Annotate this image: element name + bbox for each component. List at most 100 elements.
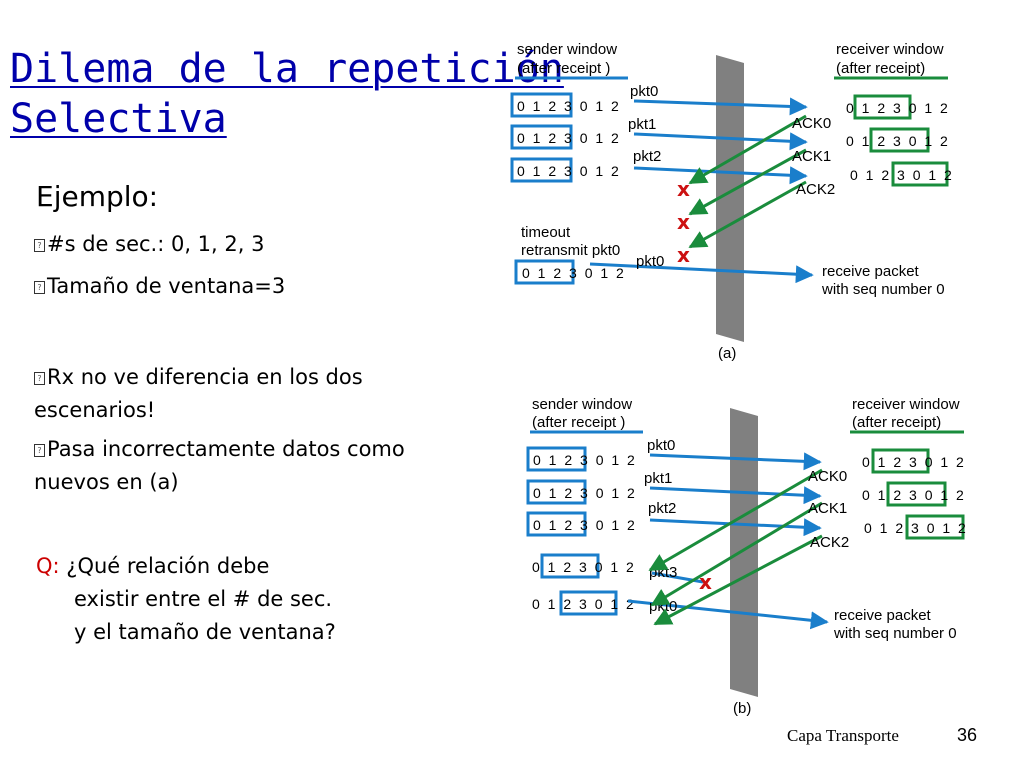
- sender-window-box: [540, 553, 600, 579]
- bullet-text: Pasa incorrectamente datos como nuevos e…: [34, 437, 405, 494]
- packet-label: pkt2: [633, 148, 661, 165]
- sender-window-box: [526, 479, 587, 505]
- ack-arrow: [653, 534, 823, 626]
- footer-section-name: Capa Transporte: [787, 726, 899, 745]
- receiver-window-box: [886, 481, 947, 507]
- caption-a: (a): [718, 345, 736, 362]
- receiver-header-a-line-2: (after receipt): [836, 60, 925, 77]
- receive-seq-label-a: with seq number 0: [821, 281, 945, 298]
- packet-label: pkt0: [636, 253, 664, 270]
- receiver-header-b-line-2: (after receipt): [852, 414, 941, 431]
- bullet-text: Rx no ve diferencia en los dos escenario…: [34, 365, 363, 422]
- sender-window-row: 0 1 2 3 0 1 2: [533, 485, 637, 501]
- receiver-window-box: [869, 127, 930, 153]
- receiver-window-row: 0 1 2 3 0 1 2: [850, 167, 954, 183]
- receiver-window-row: 0 1 2 3 0 1 2: [862, 487, 966, 503]
- receiver-window-box: [853, 94, 912, 120]
- sender-header-b-line-2: (after receipt ): [532, 414, 625, 431]
- sender-window-box: [510, 124, 573, 150]
- receiver-window-box: [871, 448, 930, 474]
- sender-header-a-line-2: (after receipt ): [517, 60, 610, 77]
- slide-title-line-2: Selectiva: [10, 96, 227, 142]
- sender-header-line-2: (after receipt ): [517, 60, 610, 77]
- ack-label: ACK0: [808, 468, 847, 485]
- ack-arrow: [688, 114, 807, 185]
- sender-header-line-1: sender window: [532, 396, 632, 413]
- bullet-glyph-icon: ?: [34, 371, 45, 385]
- receiver-window-row: 0 1 2 3 0 1 2: [864, 520, 968, 536]
- bullet-text: Tamaño de ventana=3: [47, 274, 286, 298]
- receiver-header-line-2: (after receipt): [836, 60, 925, 77]
- ack-label: ACK2: [810, 534, 849, 551]
- slide-title: Dilema de la repetición Selectiva: [10, 44, 564, 144]
- page-number: 36: [957, 725, 978, 745]
- bullet-glyph-icon: ?: [34, 280, 45, 294]
- receiver-window-box: [905, 514, 965, 540]
- sender-window-box: [510, 157, 573, 183]
- receiver-header-b: receiver window: [852, 396, 960, 413]
- sender-window-box: [526, 446, 587, 472]
- sender-header-a: sender window: [517, 41, 617, 58]
- receiver-window-row: 0 1 2 3 0 1 2: [862, 454, 966, 470]
- packet-label: pkt0: [647, 437, 675, 454]
- receiver-window-row: 0 1 2 3 0 1 2: [846, 100, 950, 116]
- sender-window-box: [514, 259, 575, 285]
- diagram-b: sender window (after receipt ) receiver …: [526, 396, 968, 717]
- packet-arrow: [633, 132, 808, 151]
- sender-header-line-2: (after receipt ): [532, 414, 625, 431]
- question-line-2: existir entre el # de sec.: [74, 587, 333, 611]
- ack-arrow: [688, 148, 807, 216]
- ack-arrow: [688, 180, 807, 249]
- receiver-header-line-1: receiver window: [852, 396, 960, 413]
- receive-seq-label-b: with seq number 0: [833, 625, 957, 642]
- ack-label: ACK2: [796, 181, 835, 198]
- ack-label: ACK0: [792, 115, 831, 132]
- bullet-window-size: ?Tamaño de ventana=3: [34, 270, 434, 303]
- channel-barrier-b: [730, 408, 758, 697]
- bullet-seq-numbers: ?#s de sec.: 0, 1, 2, 3: [34, 228, 434, 261]
- packet-arrow: [589, 262, 814, 284]
- receiver-window-row: 0 1 2 3 0 1 2: [846, 133, 950, 149]
- ack-label: ACK1: [808, 500, 847, 517]
- sender-window-row: 0 1 2 3 0 1 2: [533, 517, 637, 533]
- receiver-header-a: receiver window: [836, 41, 944, 58]
- retransmit-label-a: retransmit pkt0: [521, 242, 620, 259]
- loss-marker-icon: x: [699, 570, 712, 594]
- bullet-glyph-icon: ?: [34, 238, 45, 252]
- sender-window-row: 0 1 2 3 0 1 2: [517, 130, 621, 146]
- packet-arrow: [633, 97, 808, 116]
- sender-window-row: 0 1 2 3 0 1 2: [532, 559, 636, 575]
- diagram-a: sender window (after receipt ) receiver …: [510, 41, 954, 362]
- sender-window-box: [510, 92, 573, 118]
- packet-label: pkt1: [644, 470, 672, 487]
- sender-window-row: 0 1 2 3 0 1 2: [517, 163, 621, 179]
- sender-window-box: [526, 511, 587, 537]
- receive-packet-label-b: receive packet: [834, 607, 932, 624]
- packet-arrow: [649, 452, 822, 471]
- receiver-window-box: [891, 161, 949, 187]
- packet-arrow: [633, 166, 808, 185]
- sender-header-line-1: sender window: [517, 41, 617, 58]
- receive-packet-label-a: receive packet: [822, 263, 920, 280]
- sender-window-row: 0 1 2 3 0 1 2: [517, 98, 621, 114]
- ack-label: ACK1: [792, 148, 831, 165]
- bullet-incorrect-data: ?Pasa incorrectamente datos como nuevos …: [34, 433, 434, 499]
- question-line-1: ¿Qué relación debe: [66, 554, 270, 578]
- question-line-3: y el tamaño de ventana?: [74, 620, 336, 644]
- loss-marker-icon: x: [677, 210, 690, 234]
- slide-title-line-1: Dilema de la repetición: [10, 46, 564, 92]
- loss-marker-icon: x: [677, 177, 690, 201]
- sender-window-box: [559, 590, 618, 616]
- example-heading: Ejemplo:: [36, 180, 159, 213]
- loss-marker-icon: x: [677, 243, 690, 267]
- bullet-text: #s de sec.: 0, 1, 2, 3: [47, 232, 265, 256]
- bullet-glyph-icon: ?: [34, 443, 45, 457]
- packet-label: pkt2: [648, 500, 676, 517]
- packet-arrow: [649, 486, 822, 505]
- receiver-header-line-1: receiver window: [836, 41, 944, 58]
- question-block: Q: ¿Qué relación debe existir entre el #…: [36, 550, 436, 649]
- packet-arrow: [649, 518, 822, 537]
- packet-label: pkt1: [628, 116, 656, 133]
- ack-arrow: [650, 501, 823, 607]
- bullet-rx-no-difference: ?Rx no ve diferencia en los dos escenari…: [34, 361, 434, 427]
